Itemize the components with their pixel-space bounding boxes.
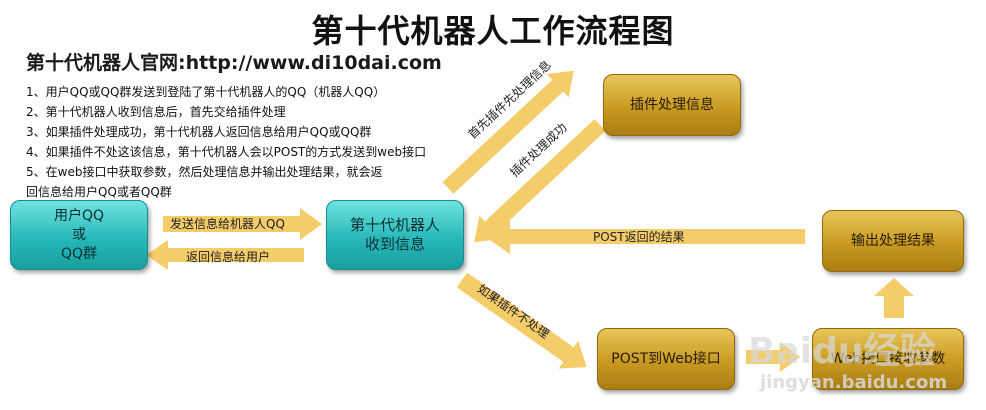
diagram-title: 第十代机器人工作流程图 [311,12,675,50]
arrow-web-to-output [874,278,914,318]
edge-label-send: 发送信息给机器人QQ [170,217,285,231]
step-item: 2、第十代机器人收到信息后，首先交给插件处理 [26,105,286,119]
node-robot-line: 收到信息 [364,235,425,253]
arrow-post-return [484,218,805,254]
node-web-params: Web接口接收参数 [812,328,964,390]
node-output-result: 输出处理结果 [822,210,964,272]
arrow-return-user [146,240,304,270]
node-user-line: 用户QQ [53,207,105,224]
baidu-watermark-url: jingyan.baidu.com [760,372,948,393]
arrow-plugin-success [474,119,606,243]
step-item: 3、如果插件处理成功，第十代机器人返回信息给用户QQ或QQ群 [26,125,372,139]
node-post-web: POST到Web接口 [597,328,735,390]
node-robot-receive: 第十代机器人 收到信息 [326,200,464,270]
step-item: 4、如果插件不处这该信息，第十代机器人会以POST的方式发送到web接口 [26,145,427,159]
node-user-line: QQ群 [60,245,98,262]
arrow-send [163,208,322,240]
step-item: 5、在web接口中获取参数，然后处理信息并输出处理结果，就会返 [26,165,383,179]
edge-label-return-user: 返回信息给用户 [186,250,271,264]
arrow-post-to-web [746,342,800,372]
arrow-plugin-first [442,70,574,194]
steps-list: 1、用户QQ或QQ群发送到登陆了第十代机器人的QQ（机器人QQ） 2、第十代机器… [26,82,446,202]
node-robot-line: 第十代机器人 [349,216,440,234]
baidu-watermark-logo: Baidu经验 [748,331,936,372]
node-user-line: 或 [71,226,86,243]
node-plugin-process: 插件处理信息 [603,74,741,136]
site-url-line: 第十代机器人官网:http://www.di10dai.com [26,52,442,74]
arrow-plugin-no [456,272,587,369]
node-user-qq: 用户QQ 或 QQ群 [10,200,148,270]
edge-label-post-return: POST返回的结果 [593,230,685,244]
step-item: 1、用户QQ或QQ群发送到登陆了第十代机器人的QQ（机器人QQ） [26,85,386,99]
step-item: 回信息给用户QQ或者QQ群 [26,185,172,199]
